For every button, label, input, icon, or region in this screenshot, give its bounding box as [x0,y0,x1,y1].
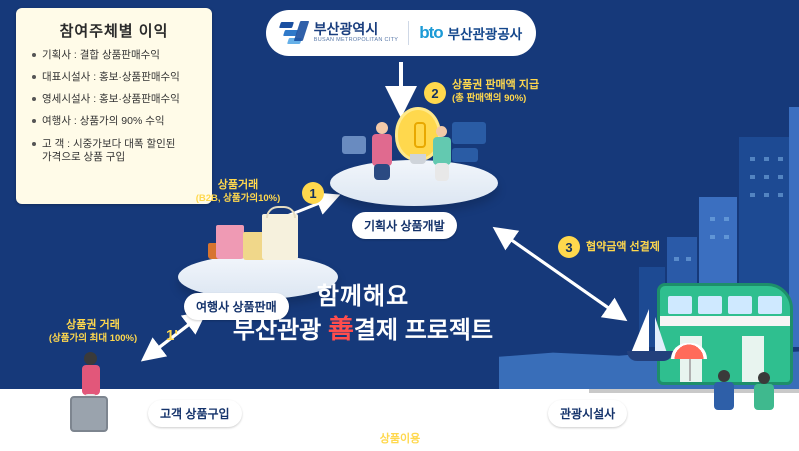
shopping-bag-icon [216,225,244,259]
bto-logo-ko: 부산관광공사 [447,27,523,42]
tram-rail [589,389,799,393]
screen-panel [342,136,366,154]
busan-logo-ko: 부산광역시 [313,21,379,38]
node-agency[interactable]: 여행사 상품판매 [184,293,289,320]
slogan-line1: 함께해요 [316,283,410,310]
list-item: 기획사 : 결합 상품판매수익 [32,49,204,62]
logo-bar: 부산광역시 BUSAN METROPOLITAN CITY bto 부산관광공사 [266,10,536,56]
flow-3-number: 3 [558,236,580,258]
agency-platform [178,255,338,299]
flow-2-label: 상품권 판매액 지급(총 판매액의 90%) [452,79,540,104]
screen-panel [452,148,478,162]
flow-1-number: 1 [302,182,324,204]
flow-3-label: 협약금액 선결제 [586,241,660,253]
benefits-info-box: 참여주체별 이익 기획사 : 결합 상품판매수익 대표시설사 : 홍보·상품판매… [16,8,212,204]
list-item: 영세시설사 : 홍보·상품판매수익 [32,93,204,106]
benefits-title: 참여주체별 이익 [59,23,169,40]
shopping-bag-icon [262,206,298,260]
facility-types-list: 대표기업 영세기업 [666,398,715,430]
node-customer[interactable]: 고객 상품구입 [148,400,242,427]
tram-icon [657,283,793,385]
list-item: 영세기업 [666,414,715,430]
busan-city-mark-icon [278,20,310,46]
bottom-flow-label: 상품이용 [379,433,421,445]
suitcase-icon [70,396,108,432]
list-item: 대표시설사 : 홍보·상품판매수익 [32,71,204,84]
flow-1-label: 상품거래(B2B, 상품가의10%) [195,179,281,204]
ground-band [0,389,799,451]
node-planner[interactable]: 기획사 상품개발 [352,212,457,239]
flow-2-number: 2 [424,82,446,104]
benefits-list: 기획사 : 결합 상품판매수익 대표시설사 : 홍보·상품판매수익 영세시설사 … [16,49,212,164]
list-item: 대표기업 [666,398,715,414]
bto-wordmark-icon: bto [419,23,443,42]
city-skyline-decoration [479,107,799,451]
beach-parasol-icon [671,343,707,359]
logo-divider [408,21,410,45]
list-item: 고 객 : 시중가보다 대폭 할인된 가격으로 상품 구입 [32,138,204,164]
planner-platform [330,160,498,206]
list-item: 여행사 : 상품가의 90% 수익 [32,115,204,128]
flow-1p-number: 1' [166,327,178,344]
traveler-figure [58,352,128,432]
busan-logo-en: BUSAN METROPOLITAN CITY [313,37,399,44]
flow-1p-label: 상품권 거래(상품가의 최대 100%) [48,319,138,344]
screen-panel [452,122,486,144]
lightbulb-icon [398,110,438,164]
campaign-slogan: 함께해요 부산관광 善결제 프로젝트 [218,282,508,346]
busan-city-logo: 부산광역시 BUSAN METROPOLITAN CITY [278,20,399,46]
bto-logo: bto 부산관광공사 [419,23,522,43]
handshake-figures [712,370,788,432]
sailboat-icon [631,309,649,353]
slogan-line2: 부산관광 善결제 프로젝트 [232,313,494,344]
node-facility[interactable]: 관광시설사 [548,400,628,427]
